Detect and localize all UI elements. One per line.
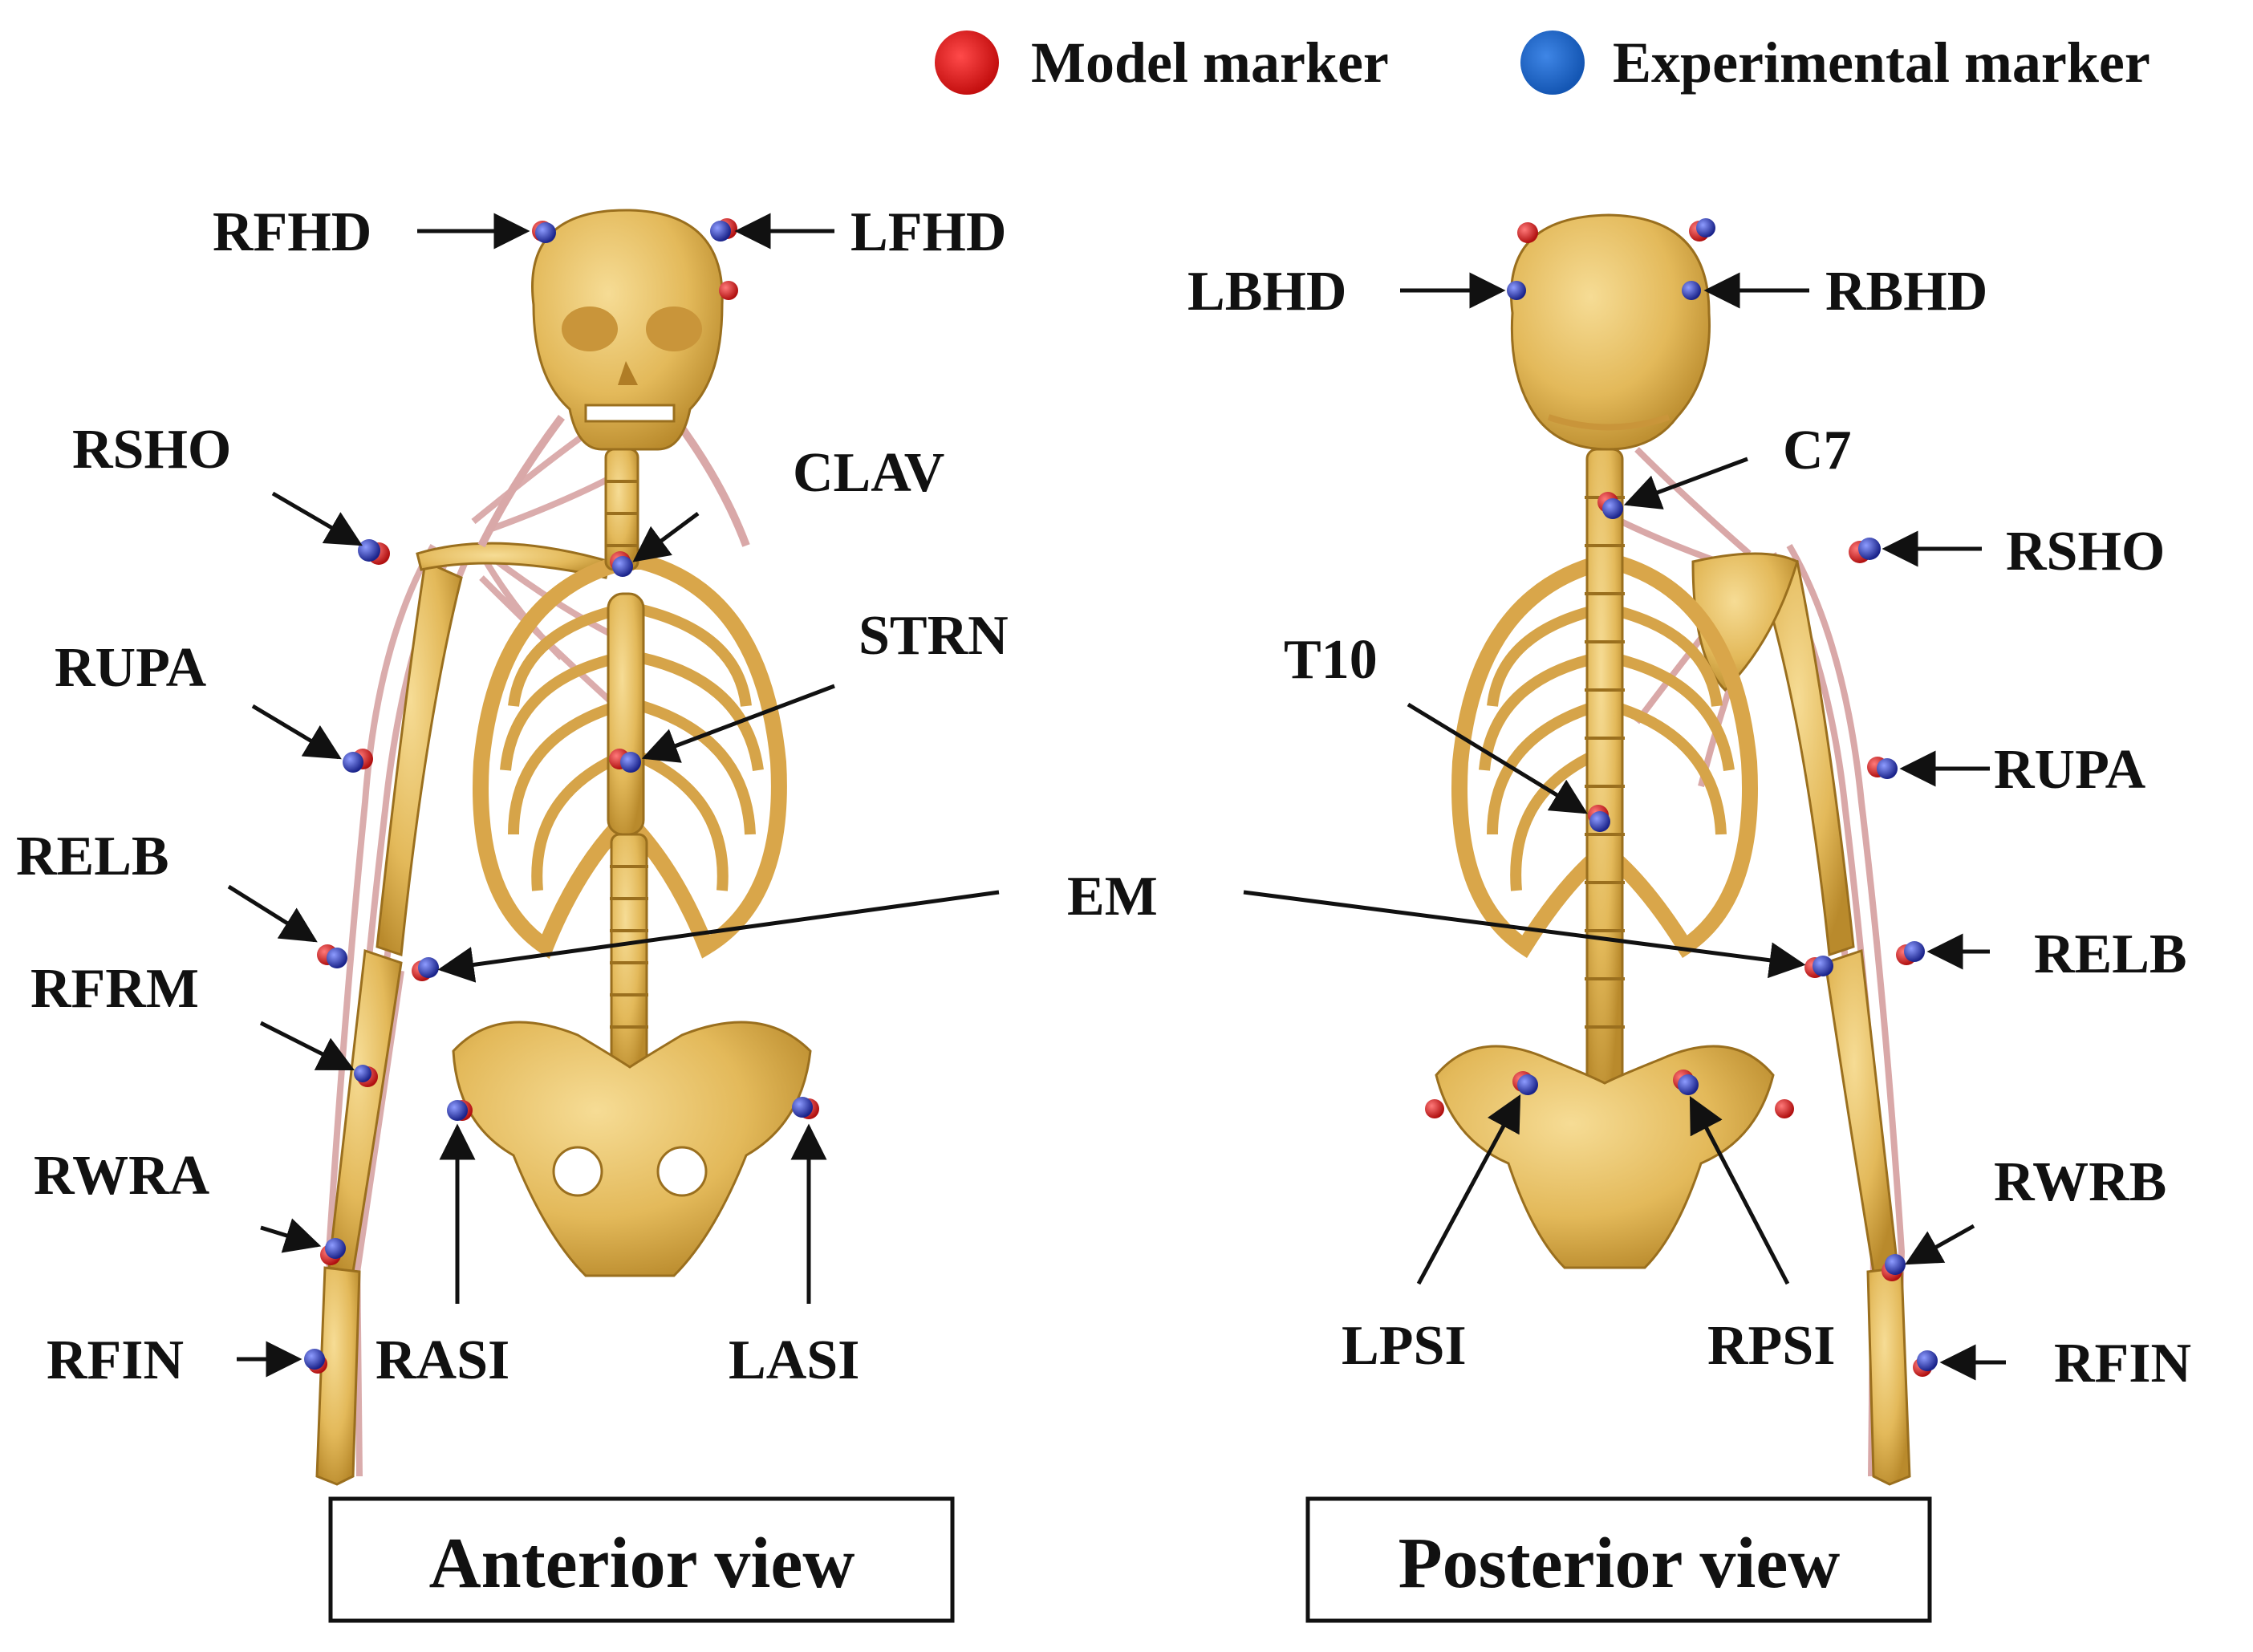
posterior-marker-labels: LBHD RBHD C7 RSHO T10 RUPA RELB RWRB LPS… <box>1187 261 2191 1394</box>
marker-pair-relb-post <box>1896 941 1925 965</box>
marker-pair-rsho-post <box>1849 538 1881 563</box>
legend-model-label: Model marker <box>1031 30 1389 95</box>
marker-pair-rsho <box>358 539 390 565</box>
anterior-skull <box>531 209 724 451</box>
marker-pair-rupa-post <box>1867 757 1898 779</box>
anterior-title-box: Anterior view <box>328 1496 955 1623</box>
label-rupa-post: RUPA <box>1994 739 2146 801</box>
posterior-skeleton <box>1435 213 1911 1486</box>
label-rfin-post: RFIN <box>2054 1333 2191 1394</box>
legend: Model marker Experimental marker <box>935 30 2150 95</box>
posterior-view-title: Posterior view <box>1398 1524 1841 1603</box>
marker-model-lbhd-top <box>1517 222 1538 243</box>
label-rsho: RSHO <box>72 419 231 481</box>
label-lfhd: LFHD <box>850 201 1006 263</box>
marker-pair-rupa <box>343 749 373 773</box>
posterior-ribs <box>1479 604 1735 891</box>
anterior-marker-labels: RFHD LFHD RSHO CLAV STRN RUPA RELB RFRM … <box>16 201 1009 1391</box>
label-rfin: RFIN <box>47 1329 184 1391</box>
marker-pair-relb <box>317 944 347 968</box>
legend-model-swatch <box>935 30 999 95</box>
marker-pair-rwra <box>320 1238 346 1265</box>
label-lbhd: LBHD <box>1187 261 1346 323</box>
posterior-forearm <box>1824 948 1899 1273</box>
marker-pair-rwrb <box>1882 1254 1906 1281</box>
marker-pair-t10 <box>1588 805 1610 832</box>
label-t10: T10 <box>1284 629 1378 691</box>
label-rfrm: RFRM <box>30 958 199 1020</box>
marker-pair-rbhd <box>1682 281 1701 300</box>
marker-pair-em-anterior <box>412 957 439 981</box>
label-strn: STRN <box>859 605 1009 667</box>
marker-pair-em-posterior <box>1804 956 1833 978</box>
marker-pair-lbhd <box>1507 281 1526 300</box>
marker-model-rbhd-top <box>1689 218 1715 242</box>
label-rbhd: RBHD <box>1825 261 1987 323</box>
anterior-pelvis <box>452 1021 812 1277</box>
anterior-humerus <box>376 559 463 957</box>
posterior-hand <box>1866 1266 1911 1486</box>
label-rasi: RASI <box>376 1329 509 1391</box>
label-rfhd: RFHD <box>213 201 371 263</box>
label-em: EM <box>1067 866 1158 927</box>
marker-pair-lpsi <box>1512 1071 1538 1095</box>
label-clav: CLAV <box>793 442 944 504</box>
posterior-humerus <box>1760 559 1855 957</box>
posterior-title-box: Posterior view <box>1305 1496 1932 1623</box>
marker-model-rasi-post <box>1775 1099 1794 1118</box>
marker-pair-strn <box>609 749 641 773</box>
label-lasi: LASI <box>729 1329 859 1391</box>
anterior-hand <box>315 1266 361 1486</box>
marker-pair-rpsi <box>1673 1070 1699 1095</box>
marker-pair-rfin <box>304 1349 327 1374</box>
label-rwrb: RWRB <box>1994 1151 2166 1213</box>
label-rsho-post: RSHO <box>2006 521 2165 582</box>
label-rpsi: RPSI <box>1707 1315 1835 1377</box>
anterior-neck <box>477 415 750 571</box>
anterior-ribs <box>500 604 764 891</box>
anterior-clavicle <box>416 542 611 579</box>
marker-pair-clav <box>610 551 633 577</box>
markers <box>304 218 1938 1377</box>
marker-pair-rfin-post <box>1913 1350 1938 1377</box>
label-lpsi: LPSI <box>1342 1315 1467 1377</box>
marker-model-lfhd-extra <box>719 281 738 300</box>
legend-experimental-swatch <box>1520 30 1585 95</box>
marker-pair-rfhd <box>532 221 556 243</box>
label-rupa: RUPA <box>55 637 207 699</box>
anterior-skeleton <box>315 209 812 1486</box>
marker-pair-lfhd <box>710 218 737 242</box>
label-relb: RELB <box>16 826 169 887</box>
anterior-view-title: Anterior view <box>429 1524 855 1603</box>
posterior-skull <box>1510 213 1711 451</box>
anterior-spine <box>610 833 648 1077</box>
label-rwra: RWRA <box>34 1145 210 1207</box>
marker-pair-rfrm <box>354 1065 378 1087</box>
legend-experimental-label: Experimental marker <box>1613 30 2150 95</box>
marker-pair-c7 <box>1597 492 1623 519</box>
marker-pair-rasi <box>447 1100 473 1121</box>
posterior-spine <box>1585 448 1625 1093</box>
marker-pair-lasi <box>792 1097 819 1119</box>
arrows <box>227 213 2006 1381</box>
anterior-sternum <box>607 592 645 836</box>
marker-model-lasi-post <box>1425 1099 1444 1118</box>
label-c7: C7 <box>1783 420 1852 481</box>
label-relb-post: RELB <box>2034 923 2187 985</box>
